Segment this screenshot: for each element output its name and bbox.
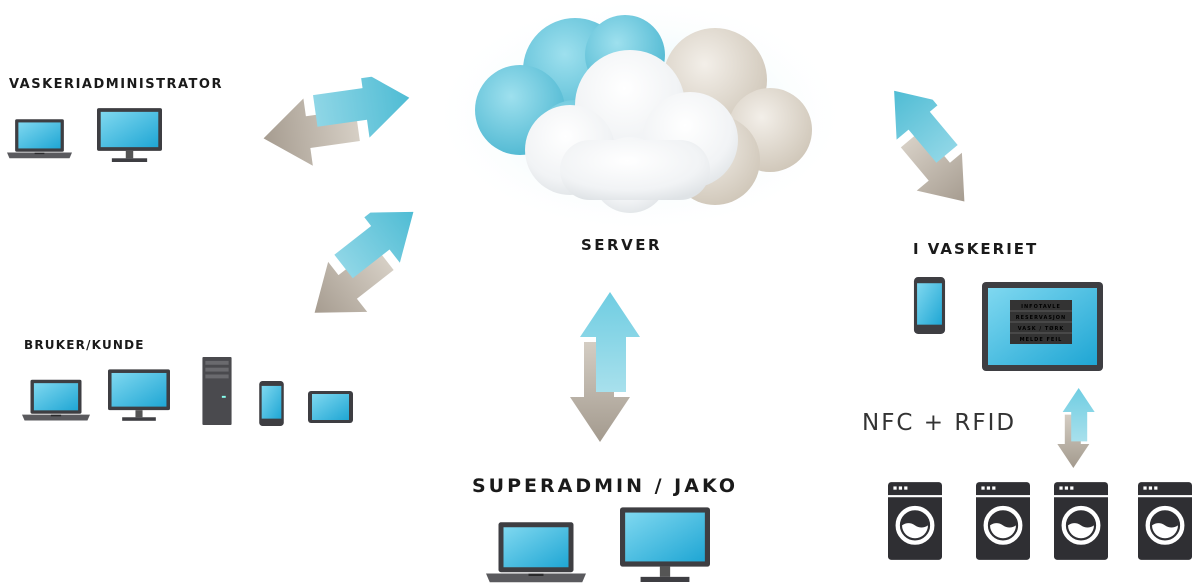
desktop-tower-icon — [202, 357, 232, 425]
washing-machine-icon — [888, 482, 942, 560]
laptop-icon — [7, 119, 72, 159]
kiosk-menu-item: RESERVASJON — [1016, 315, 1066, 321]
nfc-rfid-label: NFC + RFID — [862, 410, 1017, 436]
admin-arrows — [257, 71, 417, 173]
smartphone-icon — [913, 277, 946, 334]
monitor-icon — [620, 507, 710, 582]
laptop-icon — [22, 379, 90, 421]
laundry-label: I VASKERIET — [913, 240, 1039, 258]
superadmin-label: SUPERADMIN / JAKO — [472, 475, 738, 497]
monitor-icon — [108, 369, 170, 421]
cloud-icon — [430, 0, 850, 235]
nfc-arrows — [1057, 388, 1095, 468]
washing-machine-icon — [1054, 482, 1108, 560]
kiosk-menu-item: VASK / TØRK — [1018, 325, 1065, 332]
admin-label: VASKERIADMINISTRATOR — [9, 77, 223, 92]
server-label: SERVER — [581, 236, 663, 254]
laptop-icon — [486, 522, 586, 583]
laundry-arrows — [858, 75, 996, 221]
superadmin-arrows — [570, 292, 640, 442]
kiosk-tablet-icon: INFOTAVLE RESERVASJON VASK / TØRK MELDE … — [982, 282, 1103, 371]
user-arrows — [287, 191, 445, 338]
monitor-icon — [97, 108, 162, 162]
user-label: BRUKER/KUNDE — [24, 338, 145, 352]
kiosk-menu-item: INFOTAVLE — [1021, 304, 1061, 310]
washing-machine-icon — [976, 482, 1030, 560]
smartphone-icon — [259, 381, 284, 426]
tablet-icon — [308, 391, 353, 423]
kiosk-menu-item: MELDE FEIL — [1020, 337, 1063, 343]
washing-machine-icon — [1138, 482, 1192, 560]
